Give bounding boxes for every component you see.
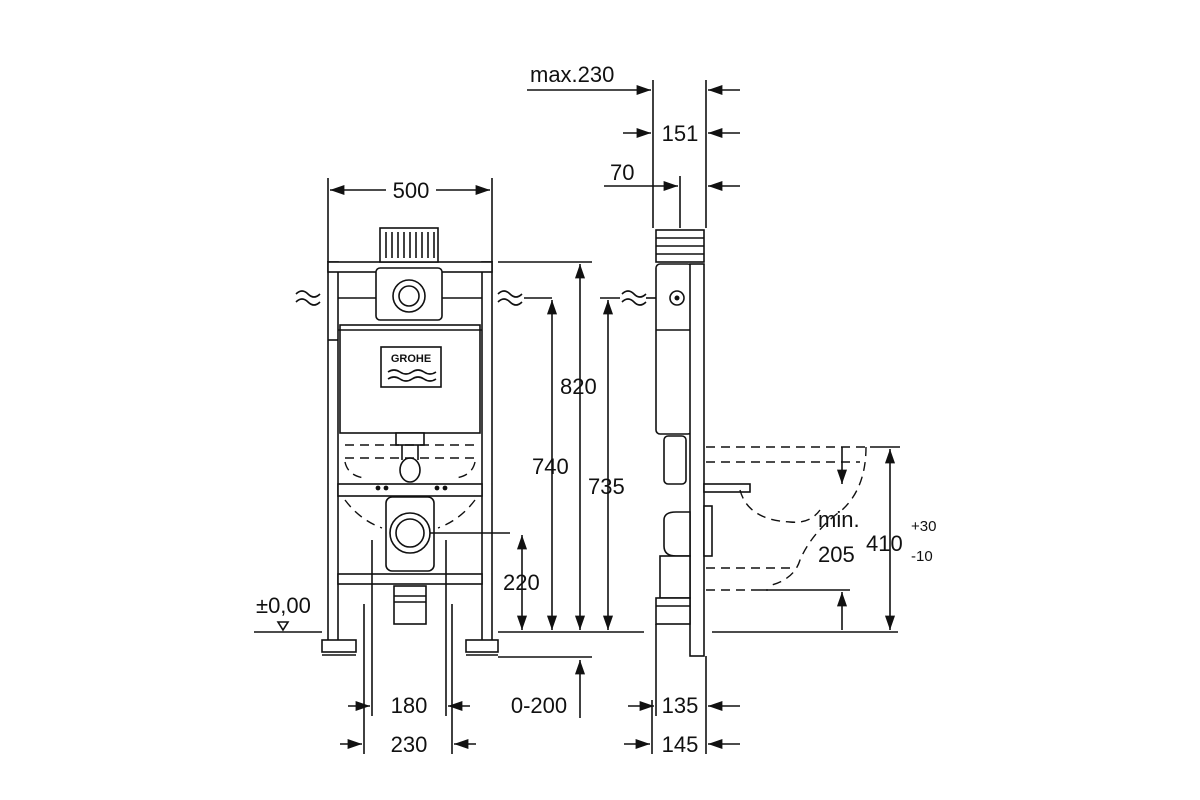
min-label: min. bbox=[818, 507, 860, 532]
tolerance-minus: -10 bbox=[911, 548, 933, 565]
left-upright bbox=[327, 261, 339, 643]
logo-text: GROHE bbox=[391, 353, 431, 365]
side-drain-sleeve bbox=[655, 597, 691, 625]
dim-145: 145 bbox=[662, 732, 699, 757]
flush-plate-ribs bbox=[385, 232, 435, 258]
dim-735: 735 bbox=[588, 474, 625, 499]
level-triangle-icon bbox=[276, 621, 290, 632]
right-upright bbox=[481, 261, 493, 643]
dim-135: 135 bbox=[662, 693, 699, 718]
inlet-valve bbox=[392, 279, 426, 313]
dim-740: 740 bbox=[532, 454, 569, 479]
outlet-neck bbox=[395, 432, 425, 446]
dim-820: 820 bbox=[560, 374, 597, 399]
dim-220: 220 bbox=[503, 570, 540, 595]
tolerance-plus: +30 bbox=[911, 518, 936, 535]
water-left-icon bbox=[295, 290, 321, 298]
right-foot bbox=[465, 639, 499, 653]
dim-230: 230 bbox=[391, 732, 428, 757]
logo-wave-icon bbox=[387, 369, 437, 375]
bowl-bracket bbox=[703, 505, 713, 557]
drain-pipe bbox=[393, 585, 427, 625]
side-drain-pipe bbox=[659, 555, 691, 599]
side-water-icon bbox=[621, 290, 647, 298]
side-drain-bend bbox=[663, 511, 691, 557]
left-foot bbox=[321, 639, 357, 653]
flush-pipe bbox=[399, 457, 421, 483]
water-right-icon bbox=[497, 290, 523, 298]
dim-500: 500 bbox=[393, 178, 430, 203]
side-flush-pipe bbox=[663, 435, 687, 485]
bottom-rail bbox=[337, 573, 483, 585]
dim-151: 151 bbox=[662, 121, 699, 146]
side-frame-post bbox=[689, 263, 705, 657]
zero-level-label: ±0,00 bbox=[256, 593, 311, 618]
middle-rail bbox=[337, 483, 483, 497]
dim-205: 205 bbox=[818, 542, 855, 567]
drain-bend bbox=[385, 496, 435, 572]
dim-0-200: 0-200 bbox=[511, 693, 567, 718]
side-cistern bbox=[655, 263, 693, 435]
front-view: GROHE bbox=[254, 178, 644, 757]
dim-410: 410 bbox=[866, 531, 903, 556]
dim-max-230: max.230 bbox=[530, 62, 614, 87]
flush-plate bbox=[379, 227, 439, 263]
bowl-support bbox=[703, 483, 751, 493]
inlet-housing bbox=[375, 267, 443, 321]
side-view: max.230 151 70 bbox=[527, 62, 936, 757]
side-inlet-valve bbox=[669, 290, 685, 306]
dim-180: 180 bbox=[391, 693, 428, 718]
dim-70: 70 bbox=[610, 160, 634, 185]
